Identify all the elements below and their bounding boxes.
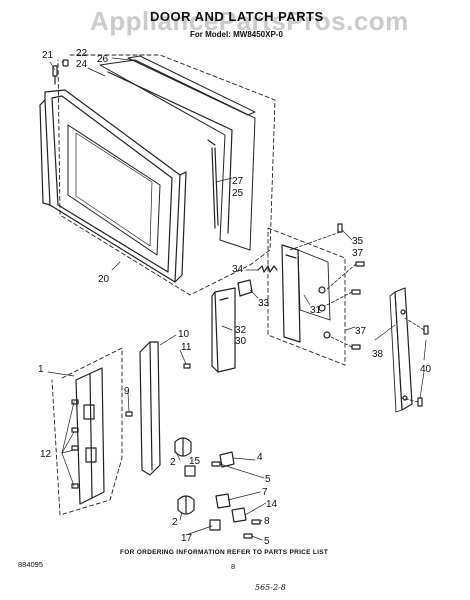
latch-cam-lower: [177, 495, 195, 515]
callout-14: 14: [266, 499, 278, 510]
latch-cam-upper: [174, 437, 192, 457]
callout-5-upper: 5: [265, 474, 271, 485]
callout-10: 10: [178, 329, 190, 340]
latch-spring: [257, 265, 278, 273]
latch-leader-lines: [289, 231, 425, 403]
callout-17: 17: [181, 533, 193, 544]
callout-20: 20: [98, 274, 110, 285]
callout-2-upper: 2: [170, 457, 176, 468]
callout-11: 11: [181, 342, 192, 353]
callout-4: 4: [257, 452, 263, 463]
model-subtitle: For Model: MW8450XP-0: [190, 30, 283, 39]
ordering-note: FOR ORDERING INFORMATION REFER TO PARTS …: [120, 549, 329, 556]
actuator-4: [219, 451, 235, 468]
hinge-assembly-boundary: [51, 347, 123, 516]
latch-actuator: [237, 279, 253, 297]
callout-5-lower: 5: [264, 536, 270, 547]
door-choke-frame: [99, 59, 256, 251]
callout-labels: 21 22 24 26 27 25 20 35 37 34 33 31 32 3…: [38, 48, 432, 547]
callout-26: 26: [97, 54, 109, 65]
callout-30: 30: [235, 336, 247, 347]
screw-5-upper: [211, 461, 221, 467]
callout-40: 40: [420, 364, 432, 375]
callout-24: 24: [76, 59, 88, 70]
latch-assembly-boundary: [267, 227, 346, 366]
actuator-14: [231, 507, 247, 523]
screw-8-and-5-lower: [243, 519, 261, 539]
callout-9: 9: [124, 386, 130, 397]
latch-bar: [211, 287, 236, 373]
callout-25: 25: [232, 188, 244, 199]
diagram-title: DOOR AND LATCH PARTS: [150, 9, 324, 24]
callout-8: 8: [264, 516, 270, 527]
spring-17: [209, 519, 221, 531]
door-hinge: [75, 367, 105, 505]
top-trim-strip: [127, 55, 256, 116]
callout-37-upper: 37: [352, 248, 364, 259]
callout-1: 1: [38, 364, 44, 375]
callout-leaders: [47, 57, 427, 541]
callout-21: 21: [42, 50, 54, 61]
callout-12: 12: [40, 449, 52, 460]
callout-2-lower: 2: [172, 517, 178, 528]
callout-33: 33: [258, 298, 270, 309]
callout-38: 38: [372, 349, 384, 360]
hinge-bar: [389, 287, 413, 413]
callout-22: 22: [76, 48, 88, 59]
cam-spring-15: [184, 465, 196, 477]
callout-32: 32: [235, 325, 247, 336]
page-number: 8: [231, 562, 236, 571]
door-panel: [39, 89, 187, 283]
document-code: 884095: [18, 560, 44, 569]
callout-27: 27: [232, 176, 244, 187]
callout-31: 31: [310, 305, 322, 316]
callout-7: 7: [262, 487, 268, 498]
screw-22: [62, 59, 69, 67]
callout-34: 34: [232, 264, 244, 275]
callout-15: 15: [189, 456, 201, 467]
latch-plate: [281, 244, 331, 343]
watermark: AppliancePartsPros.com: [90, 6, 409, 36]
callout-37-lower: 37: [355, 326, 367, 337]
hinge-cover: [139, 341, 161, 476]
door-gasket-strips: [207, 139, 219, 229]
handwritten-note: 565-2-8: [255, 583, 286, 592]
door-assembly-boundary: [57, 54, 276, 296]
screw-21: [52, 65, 58, 85]
actuator-7: [215, 493, 231, 509]
callout-35: 35: [352, 236, 364, 247]
